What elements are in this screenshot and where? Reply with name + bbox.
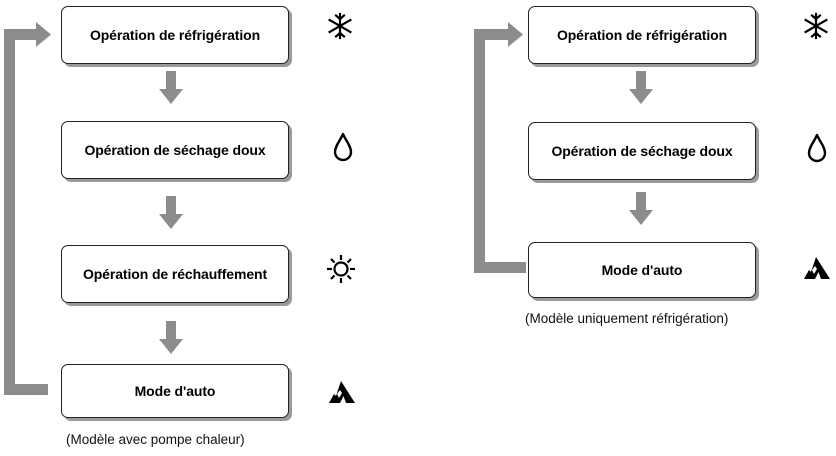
left-down-arrow-2 (159, 196, 183, 229)
left-step-soft-drying: Opération de séchage doux (61, 121, 289, 179)
sun-icon (327, 255, 355, 283)
snowflake-icon (804, 12, 828, 40)
right-step-auto-mode: Mode d'auto (528, 242, 756, 298)
right-down-arrow-2 (629, 192, 653, 225)
left-step-heating: Opération de réchauffement (61, 245, 289, 303)
left-down-arrow-3 (159, 321, 183, 354)
right-step-soft-drying: Opération de séchage doux (528, 122, 756, 180)
snowflake-icon (328, 12, 352, 40)
right-step-refrigeration: Opération de réfrigération (528, 6, 756, 64)
left-step-refrigeration: Opération de réfrigération (61, 6, 289, 64)
left-loop-back-arrow (4, 22, 51, 395)
right-caption: (Modèle uniquement réfrigération) (525, 311, 729, 326)
droplet-icon (333, 132, 353, 162)
auto-mode-icon (804, 257, 830, 279)
auto-mode-icon (329, 381, 355, 403)
left-caption: (Modèle avec pompe chaleur) (66, 432, 245, 447)
left-down-arrow-1 (159, 71, 183, 104)
right-loop-back-arrow (474, 22, 526, 273)
right-down-arrow-1 (629, 71, 653, 104)
left-step-auto-mode: Mode d'auto (61, 364, 289, 418)
droplet-icon (807, 133, 827, 163)
